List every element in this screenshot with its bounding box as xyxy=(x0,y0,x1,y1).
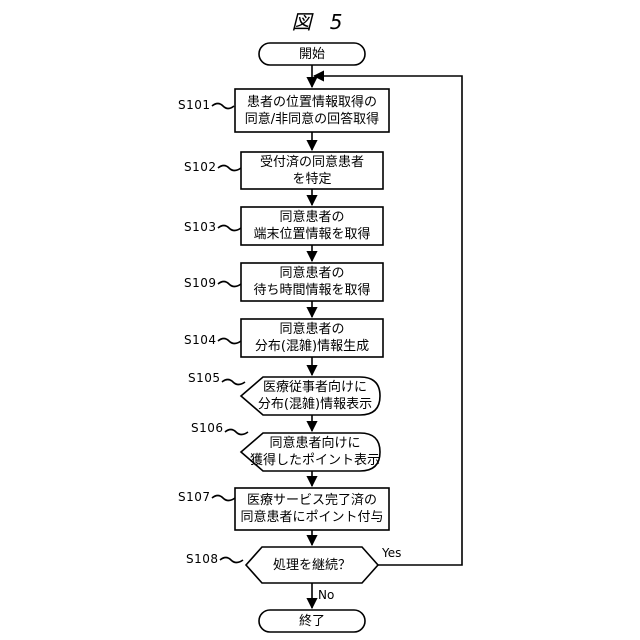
s103-node: 同意患者の 端末位置情報を取得 xyxy=(241,207,383,245)
end-node: 終了 xyxy=(259,610,365,632)
step-label-s109: S109 xyxy=(184,276,217,290)
s108-node: 処理を継続？ xyxy=(246,547,378,583)
step-label-s107: S107 xyxy=(178,490,211,504)
step-label-s104: S104 xyxy=(184,333,217,347)
s105-node: 医療従事者向けに 分布(混雑)情報表示 xyxy=(250,377,380,415)
s102-node: 受付済の同意患者 を特定 xyxy=(241,152,383,189)
s101-node: 患者の位置情報取得の 同意/非同意の回答取得 xyxy=(235,89,389,132)
step-label-s103: S103 xyxy=(184,220,217,234)
start-node: 開始 xyxy=(259,43,365,65)
step-label-s101: S101 xyxy=(178,98,211,112)
s106-node: 同意患者向けに 獲得したポイント表示 xyxy=(250,433,380,471)
yes-edge-label: Yes xyxy=(382,546,401,560)
step-label-s102: S102 xyxy=(184,160,217,174)
step-label-s105: S105 xyxy=(188,371,221,385)
s104-node: 同意患者の 分布(混雑)情報生成 xyxy=(241,319,383,357)
step-label-s108: S108 xyxy=(186,552,219,566)
s109-node: 同意患者の 待ち時間情報を取得 xyxy=(241,263,383,301)
s107-node: 医療サービス完了済の 同意患者にポイント付与 xyxy=(235,488,389,530)
no-edge-label: No xyxy=(318,588,334,602)
step-label-s106: S106 xyxy=(191,421,224,435)
